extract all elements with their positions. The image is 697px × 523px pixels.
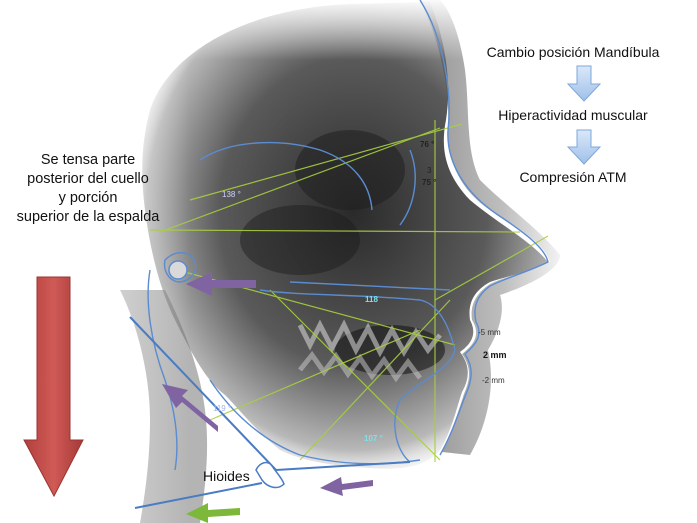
lower-teeth	[298, 350, 422, 383]
diagonal-arrow-icon	[162, 384, 218, 432]
down-arrow-icon	[566, 129, 602, 165]
condyle-marker	[168, 260, 188, 280]
mm-label-minus-5: -5 mm	[478, 328, 501, 337]
neck-tension-label: Se tensa parte posterior del cuello y po…	[0, 151, 176, 227]
left-arrow-icon	[186, 272, 256, 296]
cephalometric-blue-tracing	[147, 0, 549, 471]
angle-label-118: 118	[365, 295, 378, 304]
angle-label-107: 107 °	[364, 434, 383, 443]
cephalometric-green-lines	[149, 120, 549, 462]
angle-label-75: 75 °	[422, 178, 437, 187]
tension-line-4: superior de la espalda	[16, 209, 160, 225]
soft-tissue-profile	[420, 0, 560, 455]
skull-silhouette	[142, 2, 548, 469]
mm-label-2: 2 mm	[483, 350, 507, 360]
tension-line-3: y porción	[58, 190, 118, 206]
down-arrow-icon	[23, 276, 84, 498]
posture-line-mandible	[275, 461, 411, 471]
mm-label-minus-2: -2 mm	[482, 376, 505, 385]
down-arrow-icon	[566, 65, 602, 102]
left-fade	[0, 0, 190, 523]
flow-step-tmj-compression: Compresión ATM	[519, 169, 627, 185]
sinus-shadow	[240, 205, 360, 275]
angle-label-138: 138 °	[222, 190, 241, 199]
angle-label-76: 76 °	[420, 140, 435, 149]
posture-line-lower	[134, 482, 263, 509]
left-arrow-icon	[320, 477, 373, 496]
measure-label-3: 3	[427, 166, 432, 175]
angle-label-119: 119 °	[213, 404, 232, 413]
tension-line-1: Se tensa parte	[40, 152, 136, 168]
flow-step-muscle-hyperactivity: Hiperactividad muscular	[498, 107, 648, 123]
top-fade	[0, 0, 697, 60]
flow-step-jaw-position: Cambio posición Mandíbula	[486, 44, 660, 60]
orbit-shadow	[295, 130, 405, 210]
hyoid-bone	[255, 461, 285, 489]
tension-line-2: posterior del cuello	[27, 171, 149, 187]
left-arrow-icon	[186, 503, 240, 523]
posture-line-diagonal	[129, 316, 277, 471]
hyoid-label: Hioides	[203, 468, 250, 484]
